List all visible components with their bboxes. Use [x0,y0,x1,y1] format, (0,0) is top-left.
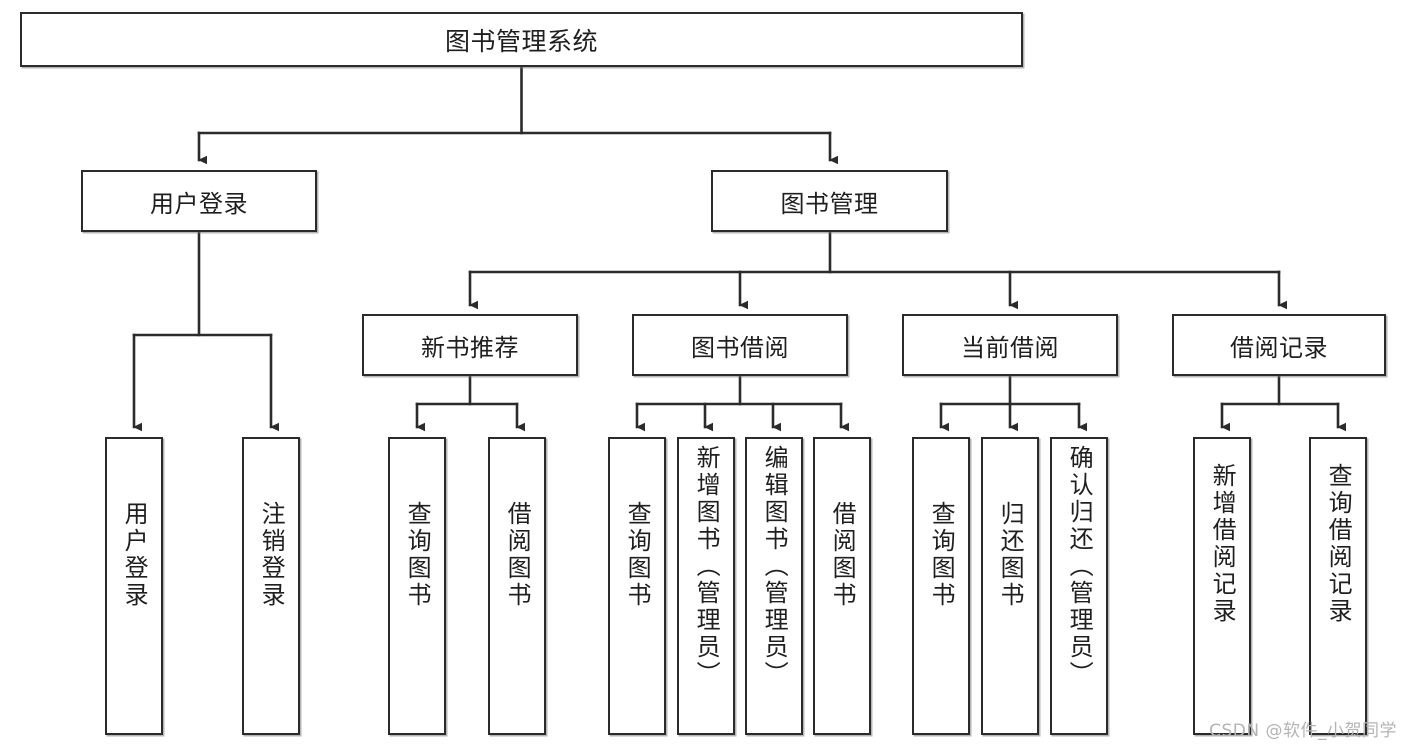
node-current-borrow[interactable]: 当前借阅 [902,314,1118,376]
node-borrow-record[interactable]: 借阅记录 [1172,314,1386,376]
node-label: 图书管理 [780,189,879,218]
node-label: 图书管理系统 [444,26,598,56]
node-user-login[interactable]: 用户登录 [81,170,317,232]
leaf-current-confirm-return-admin[interactable]: 确认归还（管理员） [1050,437,1108,735]
node-label: 查询借阅记录 [1324,463,1353,625]
node-label: 当前借阅 [961,333,1059,362]
node-label: 用户登录 [150,189,248,218]
node-label: 查询图书 [623,501,652,609]
node-book-borrow[interactable]: 图书借阅 [632,314,848,376]
node-book-management[interactable]: 图书管理 [711,170,948,232]
leaf-borrow-edit-book-admin[interactable]: 编辑图书（管理员） [745,437,803,735]
node-label: 确认归还（管理员） [1065,445,1094,688]
leaf-user-login-login[interactable]: 用户登录 [105,437,163,735]
node-label: 用户登录 [120,501,149,609]
node-new-book-recommend[interactable]: 新书推荐 [362,314,578,376]
node-label: 归还图书 [996,501,1025,609]
leaf-record-add-borrow-record[interactable]: 新增借阅记录 [1193,437,1251,735]
leaf-borrow-borrow-book[interactable]: 借阅图书 [813,437,871,735]
node-label: 借阅记录 [1230,333,1328,362]
node-label: 查询图书 [403,501,432,609]
leaf-user-login-logout[interactable]: 注销登录 [242,437,300,735]
leaf-current-query-book[interactable]: 查询图书 [912,437,970,735]
node-label: 编辑图书（管理员） [760,445,789,688]
node-label: 新增图书（管理员） [692,445,721,688]
node-label: 新增借阅记录 [1208,463,1237,625]
leaf-current-return-book[interactable]: 归还图书 [981,437,1039,735]
node-label: 注销登录 [257,501,286,609]
leaf-borrow-query-book[interactable]: 查询图书 [608,437,666,735]
leaf-new-book-query-book[interactable]: 查询图书 [388,437,446,735]
node-label: 图书借阅 [691,333,789,362]
node-label: 借阅图书 [503,501,532,609]
node-label: 借阅图书 [828,501,857,609]
node-root-book-management-system[interactable]: 图书管理系统 [20,12,1023,67]
leaf-record-query-borrow-record[interactable]: 查询借阅记录 [1309,437,1367,735]
node-label: 新书推荐 [421,333,519,362]
leaf-borrow-add-book-admin[interactable]: 新增图书（管理员） [677,437,735,735]
leaf-new-book-borrow-book[interactable]: 借阅图书 [488,437,546,735]
node-label: 查询图书 [927,501,956,609]
